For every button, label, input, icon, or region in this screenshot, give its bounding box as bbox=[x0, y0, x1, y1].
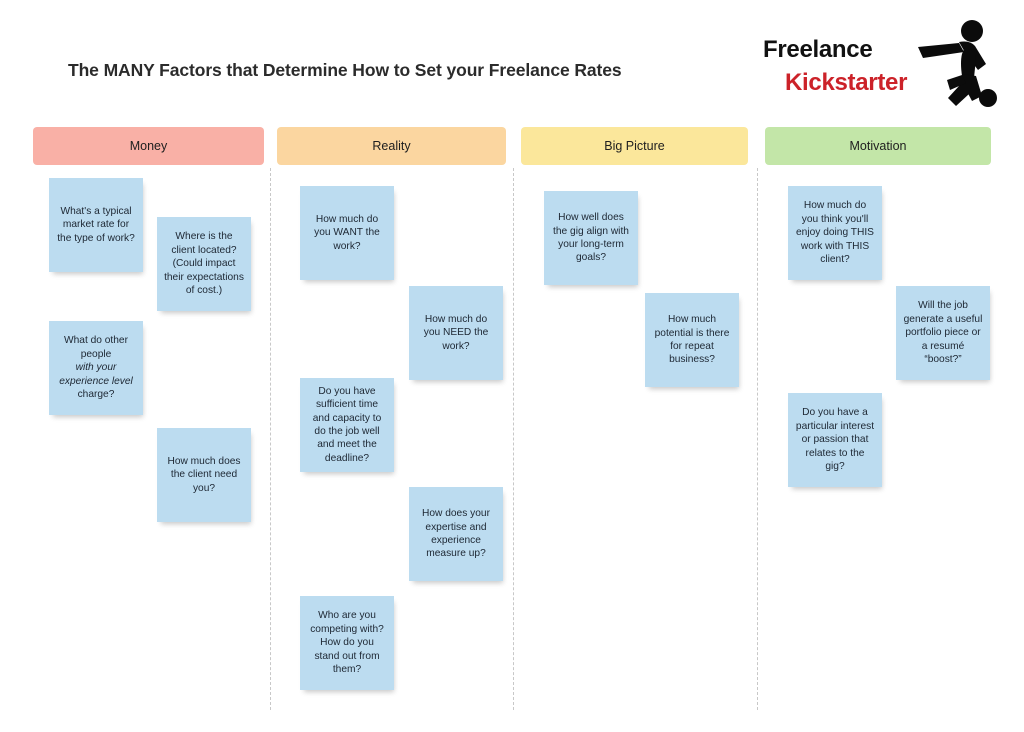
sticky-note[interactable]: Do you have sufficient time and capacity… bbox=[300, 378, 394, 472]
page-title: The MANY Factors that Determine How to S… bbox=[68, 60, 622, 80]
sticky-note-text: Will the job generate a useful portfolio… bbox=[903, 300, 983, 366]
running-person-icon bbox=[918, 20, 997, 107]
column-header-reality[interactable]: Reality bbox=[277, 127, 506, 165]
sticky-note[interactable]: What do other people with your experienc… bbox=[49, 321, 143, 415]
column-header-money-label: Money bbox=[129, 139, 168, 153]
sticky-note-text-post: charge? bbox=[77, 389, 115, 401]
brand-logo: Freelance Kickstarter bbox=[757, 18, 997, 110]
column-divider-3 bbox=[757, 168, 758, 710]
logo-word-freelance: Freelance bbox=[763, 36, 873, 63]
sticky-note[interactable]: Will the job generate a useful portfolio… bbox=[896, 286, 990, 380]
sticky-note-text: How much does the client need you? bbox=[167, 455, 241, 494]
logo-word-kickstarter: Kickstarter bbox=[785, 69, 908, 96]
sticky-note-text: What's a typical market rate for the typ… bbox=[57, 205, 135, 244]
sticky-note-text-pre: What do other people bbox=[64, 335, 128, 360]
column-header-motivation-label: Motivation bbox=[849, 139, 907, 153]
sticky-note-text: How much potential is there for repeat b… bbox=[654, 314, 730, 366]
sticky-note[interactable]: Who are you competing with? How do you s… bbox=[300, 596, 394, 690]
sticky-note[interactable]: How much potential is there for repeat b… bbox=[645, 293, 739, 387]
sticky-note-text: Who are you competing with? How do you s… bbox=[310, 610, 384, 676]
column-header-money[interactable]: Money bbox=[33, 127, 264, 165]
column-header-big-picture[interactable]: Big Picture bbox=[521, 127, 748, 165]
sticky-note-text: How much do you think you'll enjoy doing… bbox=[796, 200, 874, 266]
sticky-note-text: Do you have a particular interest or pas… bbox=[795, 407, 875, 473]
column-header-motivation[interactable]: Motivation bbox=[765, 127, 991, 165]
sticky-note-text: How much do you NEED the work? bbox=[423, 313, 489, 352]
column-divider-1 bbox=[270, 168, 271, 710]
column-divider-2 bbox=[513, 168, 514, 710]
sticky-note[interactable]: How much do you NEED the work? bbox=[409, 286, 503, 380]
sticky-note-text: How much do you WANT the work? bbox=[314, 213, 380, 252]
sticky-note[interactable]: Where is the client located? (Could impa… bbox=[157, 217, 251, 311]
sticky-note[interactable]: What's a typical market rate for the typ… bbox=[49, 178, 143, 272]
sticky-note-text: Where is the client located? (Could impa… bbox=[164, 231, 244, 297]
sticky-note[interactable]: How does your expertise and experience m… bbox=[409, 487, 503, 581]
sticky-note-text: How well does the gig align with your lo… bbox=[553, 212, 629, 264]
sticky-note-text: How does your expertise and experience m… bbox=[422, 508, 490, 560]
sticky-note-text: Do you have sufficient time and capacity… bbox=[312, 385, 382, 464]
sticky-note[interactable]: How much do you think you'll enjoy doing… bbox=[788, 186, 882, 280]
sticky-note-text-emphasis: with your experience level bbox=[59, 362, 133, 387]
sticky-note[interactable]: How much do you WANT the work? bbox=[300, 186, 394, 280]
sticky-note[interactable]: How well does the gig align with your lo… bbox=[544, 191, 638, 285]
sticky-note[interactable]: Do you have a particular interest or pas… bbox=[788, 393, 882, 487]
column-header-reality-label: Reality bbox=[372, 139, 411, 153]
column-header-big-picture-label: Big Picture bbox=[604, 139, 665, 153]
sticky-note-text: What do other people with your experienc… bbox=[56, 334, 136, 401]
sticky-note[interactable]: How much does the client need you? bbox=[157, 428, 251, 522]
